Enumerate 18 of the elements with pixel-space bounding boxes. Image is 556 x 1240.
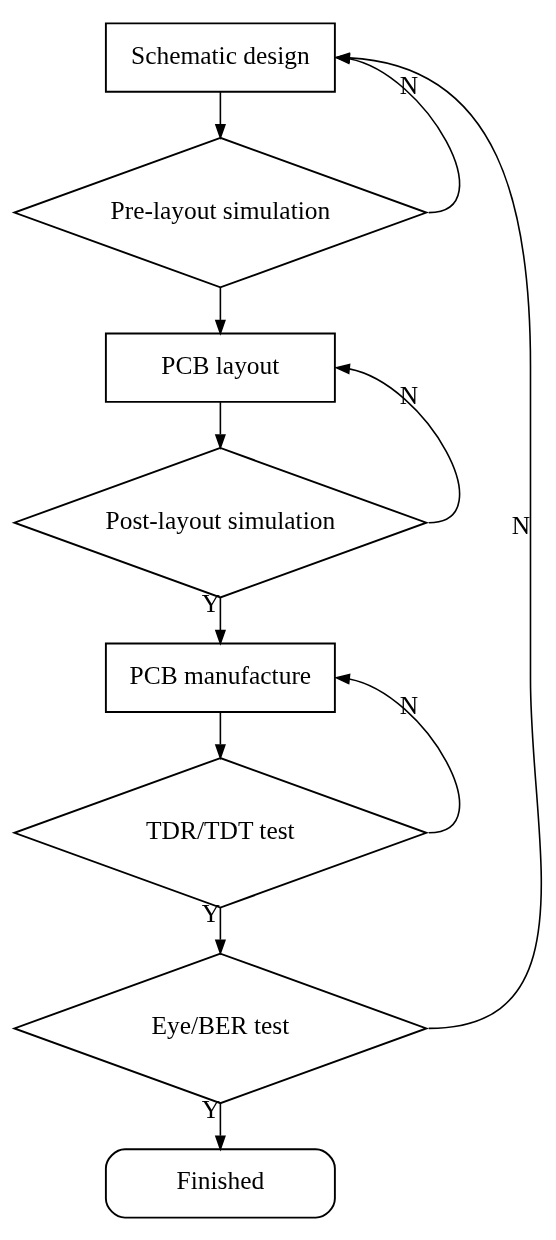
arrow <box>334 673 460 834</box>
node-box: PCB manufacture <box>104 642 336 713</box>
edge-label: N <box>399 70 419 100</box>
edge-label: N <box>399 690 419 720</box>
arrow <box>214 286 226 336</box>
node-box: PCB layout <box>104 332 336 403</box>
edge-label: N <box>511 510 531 540</box>
arrow <box>214 906 226 955</box>
edge-label: N <box>399 380 419 410</box>
node-box: Finished <box>104 1147 336 1219</box>
arrow <box>214 1101 226 1151</box>
arrow <box>214 711 226 760</box>
node-box: Schematic design <box>104 21 336 93</box>
node-diamond: Pre-layout simulation <box>11 136 430 288</box>
arrow <box>214 90 226 140</box>
arrow <box>214 400 226 450</box>
arrow <box>214 596 226 646</box>
arrow <box>334 362 460 523</box>
